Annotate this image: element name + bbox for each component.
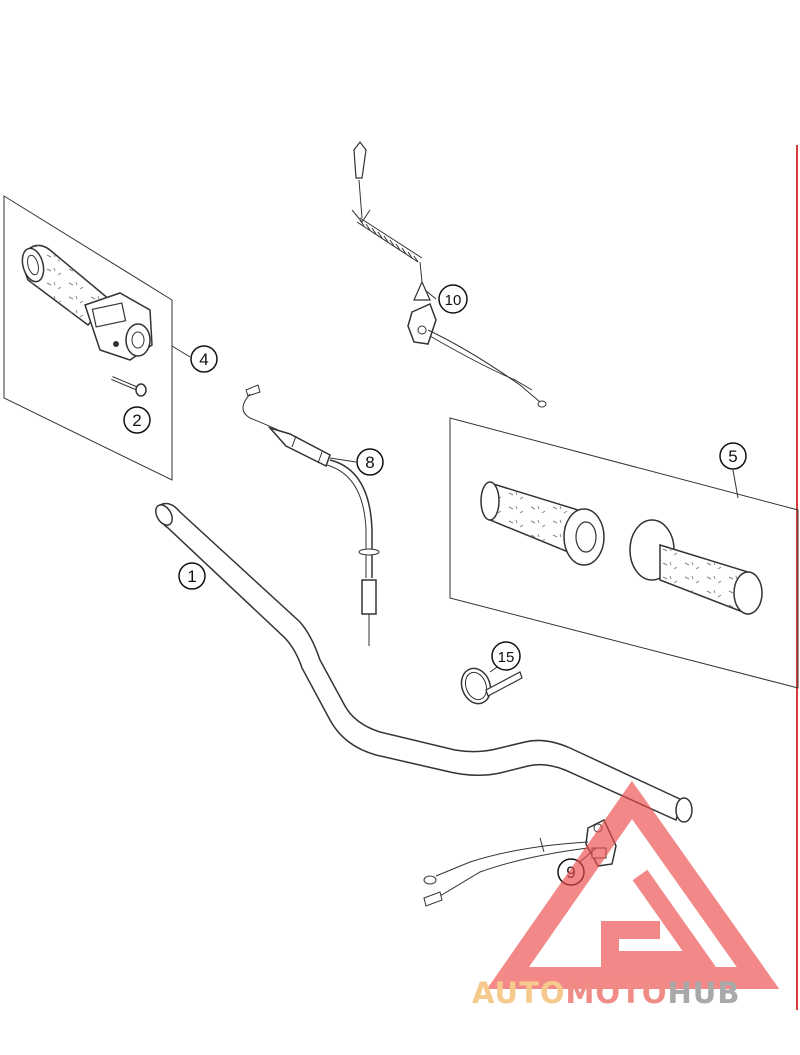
throttle-housing <box>84 292 153 361</box>
callout-1-label: 1 <box>187 567 196 586</box>
kill-switch-lanyard-part-10 <box>351 141 547 408</box>
callout-8: 8 <box>356 448 384 476</box>
callout-5: 5 <box>719 442 747 470</box>
watermark-text: AUTOMOTOHUB <box>472 976 740 1010</box>
cable-tie-part-15 <box>460 667 523 705</box>
watermark-text-hub: HUB <box>668 976 741 1010</box>
panel-part-4 <box>3 195 173 481</box>
grip-left <box>480 481 605 566</box>
callout-8-label: 8 <box>365 453 374 472</box>
callout-4: 4 <box>190 345 218 373</box>
callout-2: 2 <box>123 406 151 434</box>
callout-1: 1 <box>178 562 206 590</box>
panel-part-5 <box>449 417 799 689</box>
handlebar-part-1 <box>155 502 693 823</box>
callout-4-label: 4 <box>199 350 208 369</box>
throttle-cable-part-8 <box>242 384 380 646</box>
callout-10-label: 10 <box>445 292 462 309</box>
screw-part-2 <box>111 376 147 397</box>
callout-10: 10 <box>438 284 468 314</box>
callout-5-label: 5 <box>728 447 737 466</box>
callout-15: 15 <box>491 641 521 671</box>
grip-right <box>629 519 763 616</box>
callout-2-label: 2 <box>132 411 141 430</box>
callout-15-label: 15 <box>498 649 515 666</box>
watermark-text-moto: MOTO <box>566 976 668 1010</box>
watermark-logo <box>486 780 780 989</box>
watermark-text-auto: AUTO <box>472 976 566 1010</box>
